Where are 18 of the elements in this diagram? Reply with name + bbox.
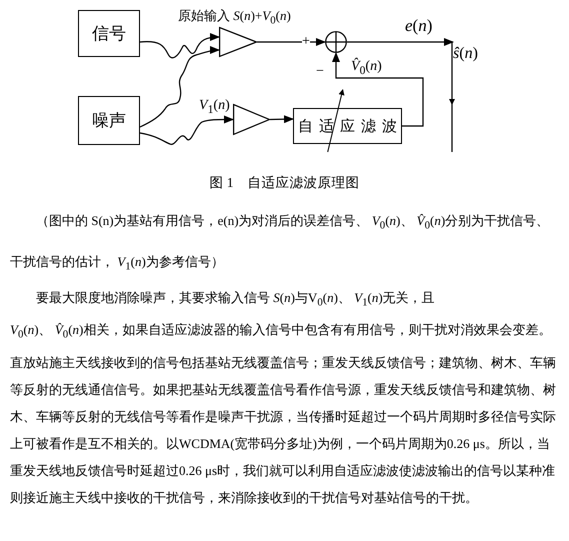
signal-label: 原始输入 S(n)+V$_{0}$(n) — [178, 9, 291, 26]
filter-box: 自适应滤波 — [293, 108, 402, 144]
signal-label: V̂$_{0}$(n) — [351, 60, 382, 76]
signal-label: e(n) — [405, 17, 432, 34]
paragraph-text: 要最大限度地消除噪声，其要求输入信号 S(n)与V$_{0}$(n)、 V$_{1}$(n)无关，且 — [35, 289, 436, 311]
wavy-arrow — [140, 46, 220, 128]
paragraph-text: V$_{0}$(n)、 V̂$_{0}$(n)相关，如果自适应滤波器的输入信号中包含有有用信号，则干扰对消效果会变差。直放站施主天线接收到的信号包括基站无线覆盖信号；重发天线反馈信号；建筑物、树木、车辆等反射的无线通信信号。如果把基站无线覆盖信号看作信号源，重发天线反馈信号和建筑物、树木、车辆等反射的无线信号等看作是噪声干扰源，当传播时延超过一个码片周期时多径信号实际上可被看作是互不相关的。以WCDMA(宽带码分多址)为例，一个码片周期为0.26 μs。所以，当重发天线地反馈信号时延超过0.26 μs时，我们就可以利用自适应滤波使滤波输出的信号以某种准则接近施主天线中接收的干扰信号，来消除接收到的干扰信号对基站信号的干扰。 — [10, 321, 557, 507]
block-box: 噪声 — [78, 96, 140, 145]
block-box: 信号 — [78, 10, 140, 57]
arrow — [257, 38, 326, 46]
feedback-arrow — [332, 52, 424, 127]
signal-label: V$_{1}$(n) — [199, 99, 230, 116]
arrow — [270, 115, 294, 124]
arrow — [347, 38, 454, 46]
wavy-arrow — [140, 115, 234, 145]
wavy-arrow — [140, 33, 220, 58]
signal-label: ŝ(n) — [453, 38, 487, 64]
figure-caption: 图 1 自适应滤波原理图 — [208, 174, 361, 192]
